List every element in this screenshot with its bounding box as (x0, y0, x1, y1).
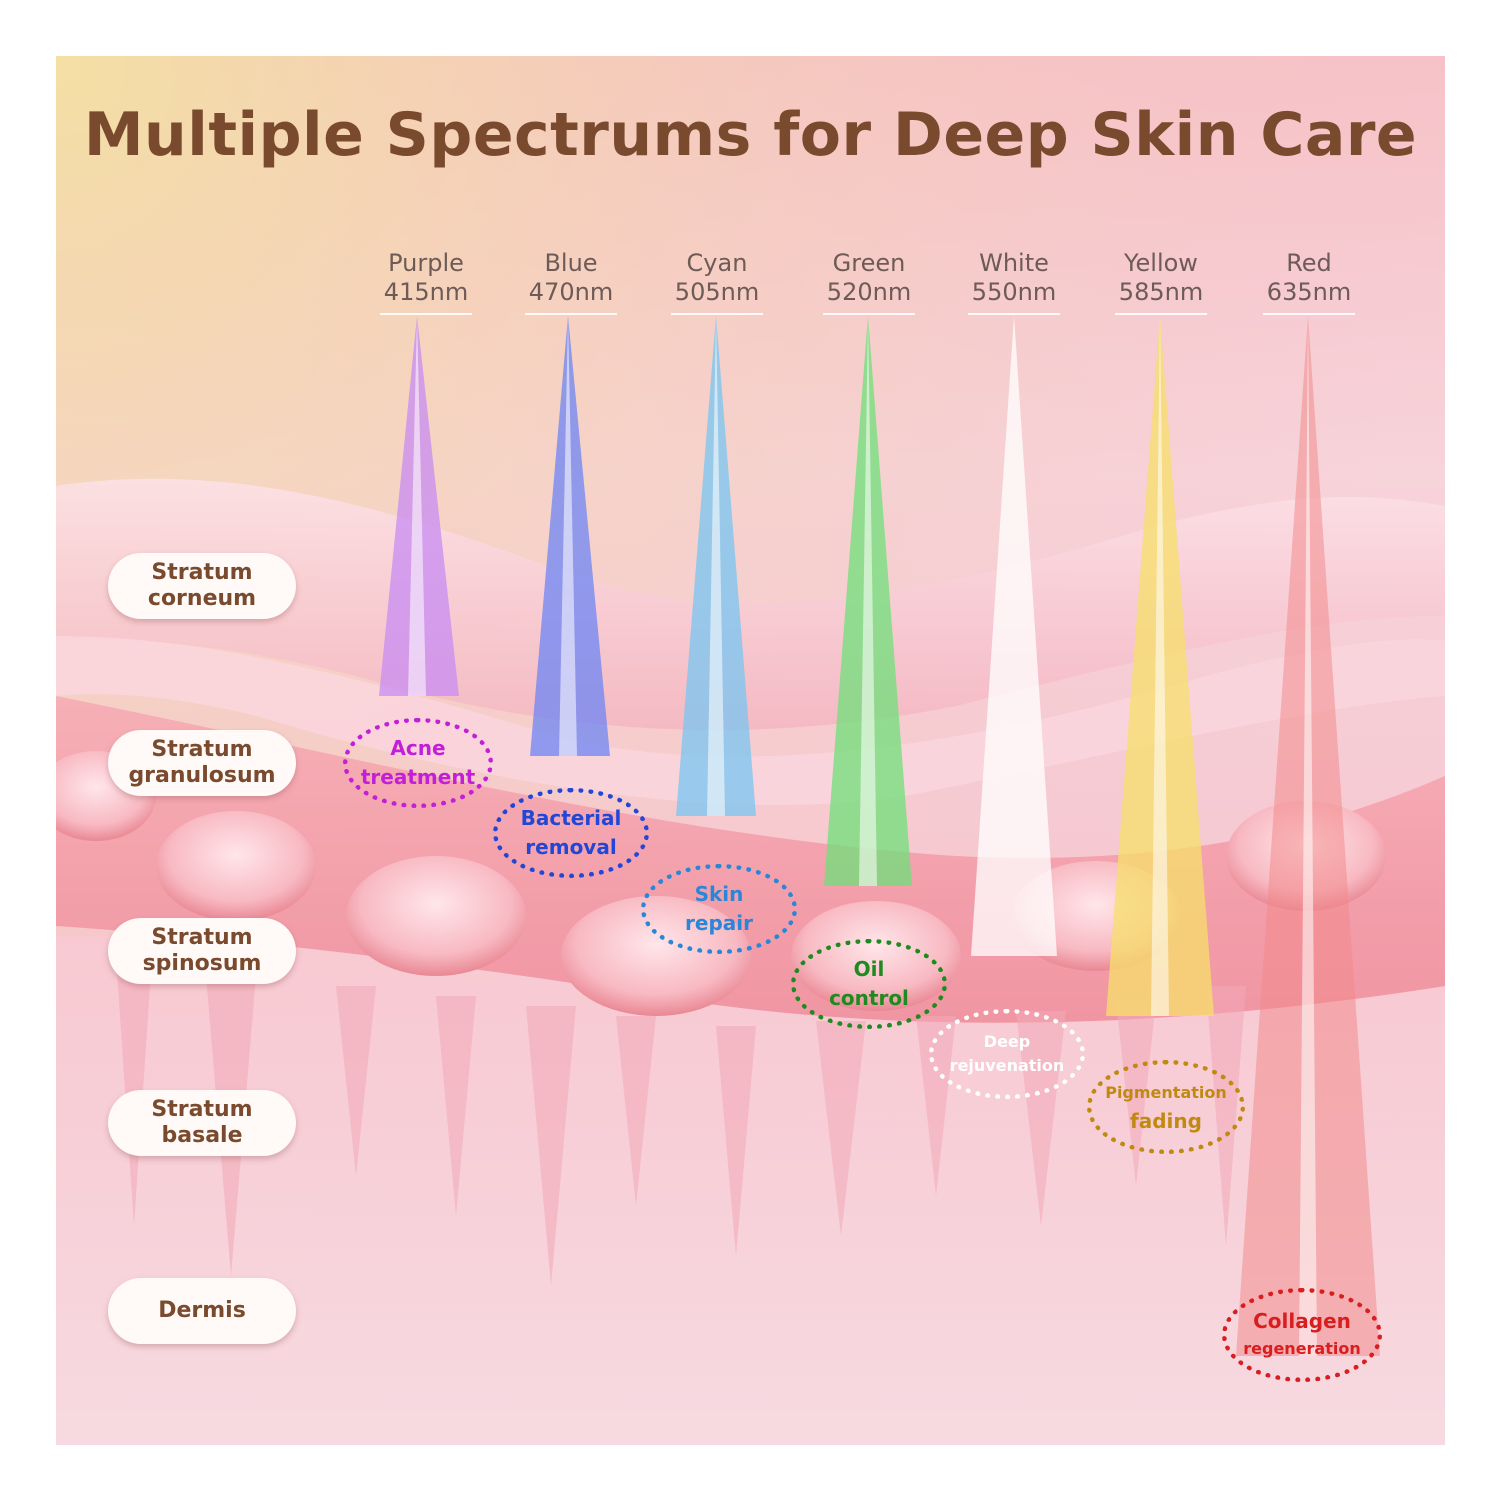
layer-label-stratum-basale: Stratum basale (108, 1090, 296, 1156)
effect-line1: Skin (694, 882, 744, 906)
wavelength-name: Red (1286, 249, 1332, 277)
layer-label-line2: basale (161, 1123, 243, 1148)
effect-badge-acne-treatment: Acne treatment (343, 718, 493, 808)
wavelength-underline (968, 313, 1060, 315)
layer-label-line1: Stratum (151, 925, 253, 950)
effect-badge-skin-repair: Skin repair (641, 864, 797, 954)
wavelength-white: White 550nm (949, 249, 1079, 315)
layer-label-line2: corneum (147, 586, 257, 611)
effect-line1: Pigmentation (1105, 1083, 1227, 1102)
wavelength-underline (823, 313, 915, 315)
wavelength-nm: 520nm (826, 278, 912, 306)
skin-cross-section (56, 56, 1445, 1445)
effect-line1: Acne (390, 736, 446, 760)
wavelength-name: Yellow (1124, 249, 1198, 277)
effect-line1: Oil (853, 957, 885, 981)
layer-label-stratum-corneum: Stratum corneum (108, 553, 296, 619)
wavelength-nm: 585nm (1118, 278, 1204, 306)
wavelength-yellow: Yellow 585nm (1096, 249, 1226, 315)
wavelength-cyan: Cyan 505nm (652, 249, 782, 315)
wavelength-name: White (979, 249, 1049, 277)
layer-label-line1: Stratum (151, 1097, 253, 1122)
effect-line1: Deep (983, 1032, 1031, 1051)
wavelength-nm: 635nm (1266, 278, 1352, 306)
wavelength-name: Cyan (686, 249, 748, 277)
layer-label-line2: spinosum (142, 951, 262, 976)
layer-label-dermis: Dermis (108, 1278, 296, 1344)
wavelength-underline (525, 313, 617, 315)
effect-line2: fading (1130, 1109, 1202, 1133)
effect-line2: regeneration (1243, 1339, 1361, 1358)
effect-line2: rejuvenation (949, 1056, 1065, 1075)
wavelength-nm: 415nm (383, 278, 469, 306)
layer-label-stratum-granulosum: Stratum granulosum (108, 730, 296, 796)
effect-badge-bacterial-removal: Bacterial removal (493, 788, 649, 878)
effect-badge-pigmentation-fading: Pigmentation fading (1087, 1060, 1245, 1154)
wavelength-purple: Purple 415nm (361, 249, 491, 315)
layer-label-line1: Stratum (151, 737, 253, 762)
wavelength-underline (1263, 313, 1355, 315)
effect-badge-collagen-regeneration: Collagen regeneration (1222, 1288, 1382, 1382)
layer-label-stratum-spinosum: Stratum spinosum (108, 918, 296, 984)
wavelength-green: Green 520nm (804, 249, 934, 315)
layer-label-line1: Stratum (151, 560, 253, 585)
wavelength-underline (671, 313, 763, 315)
effect-line2: control (829, 986, 909, 1010)
wavelength-name: Green (832, 249, 906, 277)
wavelength-blue: Blue 470nm (506, 249, 636, 315)
wavelength-underline (380, 313, 472, 315)
infographic-frame: Multiple Spectrums for Deep Skin Care Pu… (56, 56, 1445, 1445)
effect-line2: removal (525, 835, 617, 859)
layer-label-line1: Dermis (158, 1298, 246, 1323)
layer-label-line2: granulosum (128, 763, 276, 788)
effect-badge-oil-control: Oil control (791, 939, 947, 1029)
wavelength-name: Purple (388, 249, 464, 277)
wavelength-underline (1115, 313, 1207, 315)
effect-line2: treatment (360, 765, 476, 789)
effect-badge-deep-rejuvenation: Deep rejuvenation (929, 1009, 1085, 1099)
wavelength-name: Blue (544, 249, 598, 277)
effect-line1: Collagen (1253, 1309, 1351, 1333)
effect-line1: Bacterial (520, 806, 622, 830)
wavelength-nm: 505nm (674, 278, 760, 306)
effect-line2: repair (685, 911, 753, 935)
page-title: Multiple Spectrums for Deep Skin Care (83, 100, 1418, 170)
wavelength-nm: 550nm (971, 278, 1057, 306)
wavelength-nm: 470nm (528, 278, 614, 306)
wavelength-red: Red 635nm (1244, 249, 1374, 315)
